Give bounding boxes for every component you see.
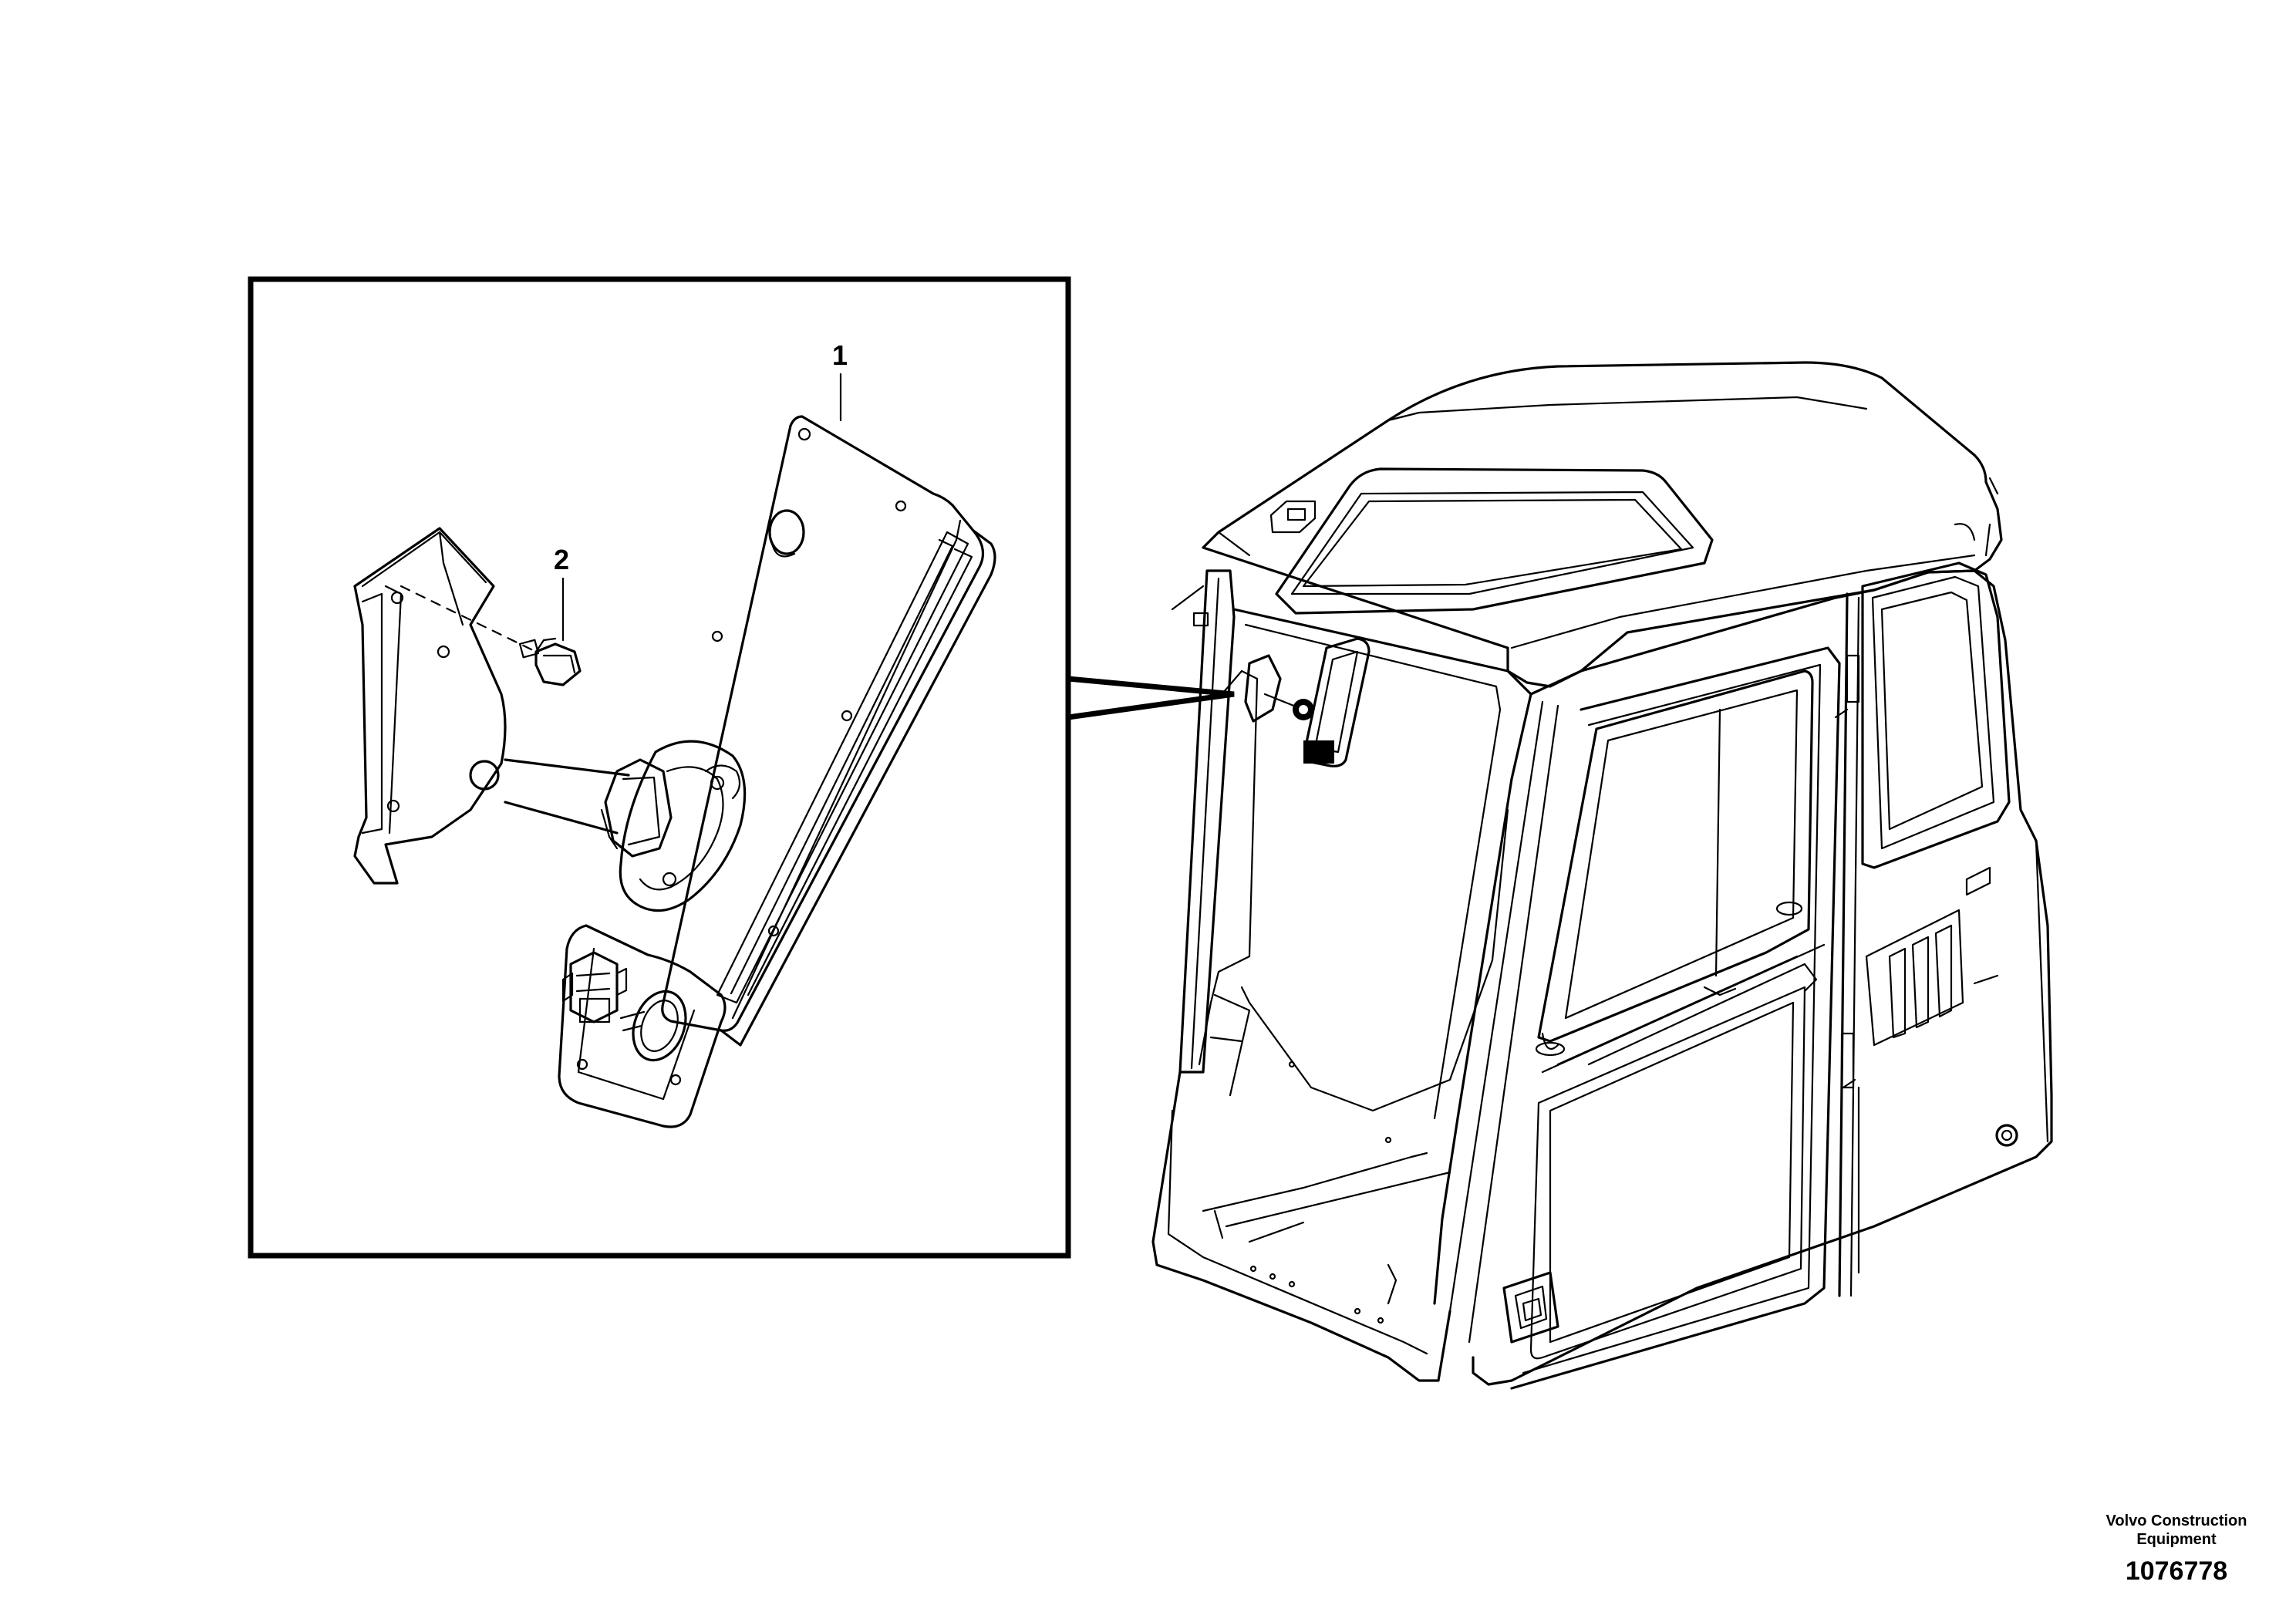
footer: Volvo Construction Equipment 1076778 <box>2106 1512 2247 1586</box>
callout-2: 2 <box>554 544 569 575</box>
detail-view: 1 2 <box>248 276 1235 1259</box>
detail-pointer <box>1067 676 1235 720</box>
detail-frame <box>248 276 1071 1259</box>
mirror-unit <box>558 415 996 1128</box>
company-line-1: Volvo Construction <box>2106 1512 2247 1529</box>
cab-illustration <box>1151 361 2053 1390</box>
cab-mirror <box>1244 637 1371 767</box>
bolt <box>518 637 582 686</box>
mounting-bracket <box>353 527 673 885</box>
callout-1: 1 <box>832 339 848 371</box>
company-line-2: Equipment <box>2136 1531 2217 1548</box>
drawing-number: 1076778 <box>2126 1556 2227 1586</box>
